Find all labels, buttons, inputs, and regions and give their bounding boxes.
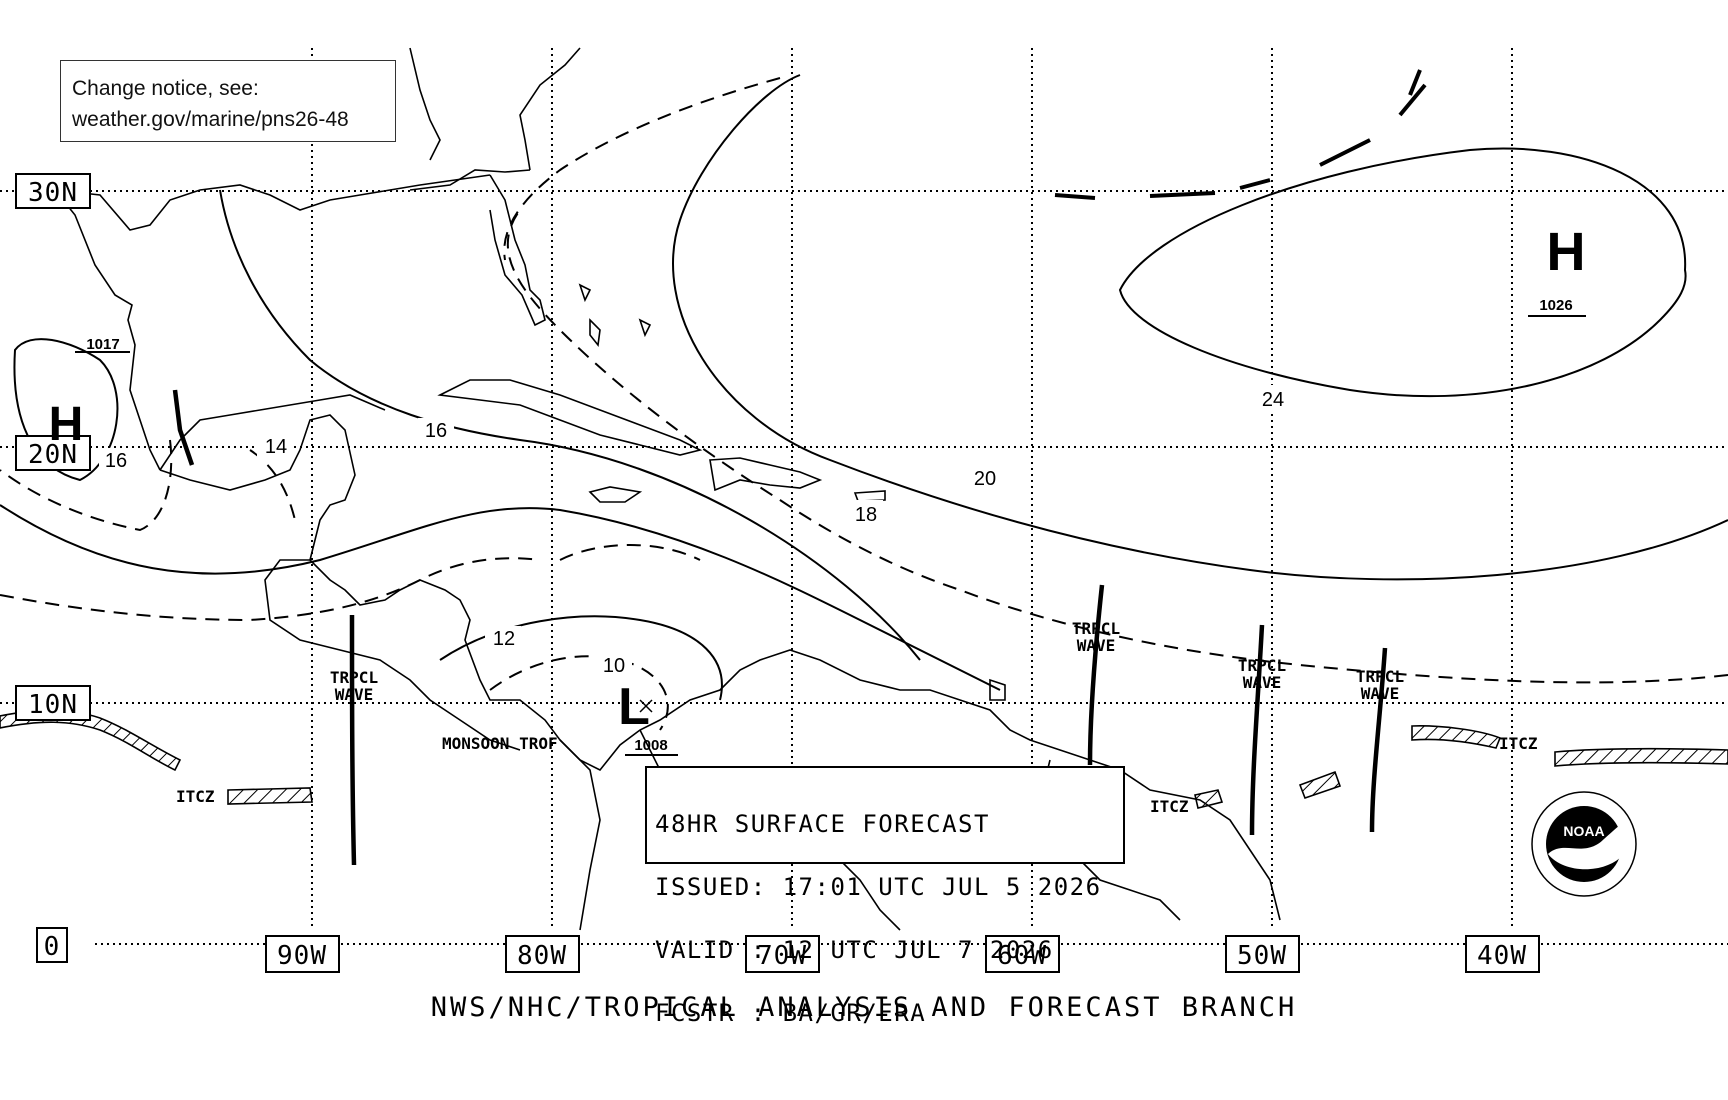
lon-label-boxes <box>265 935 1540 973</box>
lon-label-80w: 80W <box>517 941 567 971</box>
itcz-label-west: ITCZ <box>176 787 215 806</box>
isobars <box>0 74 1728 701</box>
change-notice-line1: Change notice, see: <box>72 77 259 100</box>
lon-label-90w: 90W <box>277 941 327 971</box>
itcz-band-east-1 <box>1411 725 1502 749</box>
lat-label-boxes <box>15 173 91 963</box>
lon-label-40w: 40W <box>1477 941 1527 971</box>
isobar-label-10: 10 <box>603 655 625 677</box>
lat-label-20n: 20N <box>28 440 78 470</box>
svg-text:NOAA: NOAA <box>1563 823 1604 839</box>
wave-label-50w-line1: TRPCL <box>1238 656 1286 675</box>
lon-label-50w: 50W <box>1237 941 1287 971</box>
noaa-logo: NOAA <box>1531 791 1637 897</box>
lat-label-0: 0 <box>44 932 61 962</box>
isobar-label-14: 14 <box>265 436 287 458</box>
isobar-label-20: 20 <box>974 468 996 490</box>
forecast-title: 48HR SURFACE FORECAST <box>655 810 990 838</box>
isobar-label-24: 24 <box>1262 389 1284 411</box>
low-symbol: L <box>618 678 650 736</box>
isobar-label-16-gulf: 16 <box>425 420 447 442</box>
high-symbol-east: H <box>1547 222 1586 282</box>
tropical-waves[interactable] <box>172 389 1388 866</box>
front-dashes <box>1054 69 1427 200</box>
islands <box>437 283 1006 701</box>
forecast-valid: VALID : 12 UTC JUL 7 2026 <box>655 936 1054 964</box>
high-pressure-east: 1026 <box>1539 297 1572 314</box>
isobar-label-12: 12 <box>493 628 515 650</box>
itcz-bands <box>0 709 1728 809</box>
isobar-label-16-mexico: 16 <box>105 450 127 472</box>
high-symbol-west: H <box>49 398 84 451</box>
forecast-info-box: 48HR SURFACE FORECAST ISSUED: 17:01 UTC … <box>645 766 1125 1025</box>
wave-label-45w-line1: TRPCL <box>1356 667 1404 686</box>
lat-label-30n: 30N <box>28 178 78 208</box>
lon-label-60w: 60W <box>997 941 1047 971</box>
wave-label-60w-line1: TRPCL <box>1072 619 1120 638</box>
wave-label-90w-line1: TRPCL <box>330 668 378 687</box>
wave-label-60w-line2: WAVE <box>1077 636 1116 655</box>
itcz-band-central <box>227 787 313 805</box>
wave-label-50w-line2: WAVE <box>1243 673 1282 692</box>
itcz-band-atlantic-1 <box>1194 789 1224 809</box>
monsoon-trough-label: MONSOON TROF <box>442 734 558 753</box>
wave-label-90w-line2: WAVE <box>335 685 374 704</box>
forecast-forecaster: FCSTR : BA/GR/ERA <box>655 999 927 1027</box>
lon-label-70w: 70W <box>757 941 807 971</box>
itcz-band-atlantic-2 <box>1298 770 1342 800</box>
itcz-label-central: ITCZ <box>1150 797 1189 816</box>
isobars-dashed <box>0 77 1728 731</box>
lat-label-10n: 10N <box>28 690 78 720</box>
low-center-mark <box>639 699 653 713</box>
itcz-label-east: ITCZ <box>1499 734 1538 753</box>
low-pressure: 1008 <box>634 737 667 754</box>
footer-credit: NWS/NHC/TROPICAL ANALYSIS AND FORECAST B… <box>430 992 1298 1023</box>
high-pressure-west: 1017 <box>86 336 119 353</box>
itcz-band-east-2 <box>1554 747 1728 767</box>
isobar-label-18: 18 <box>855 504 877 526</box>
change-notice-link[interactable]: weather.gov/marine/pns26-48 <box>72 108 349 131</box>
change-notice-box: Change notice, see: weather.gov/marine/p… <box>60 60 396 142</box>
forecast-issued: ISSUED: 17:01 UTC JUL 5 2026 <box>655 873 1102 901</box>
wave-label-45w-line2: WAVE <box>1361 684 1400 703</box>
